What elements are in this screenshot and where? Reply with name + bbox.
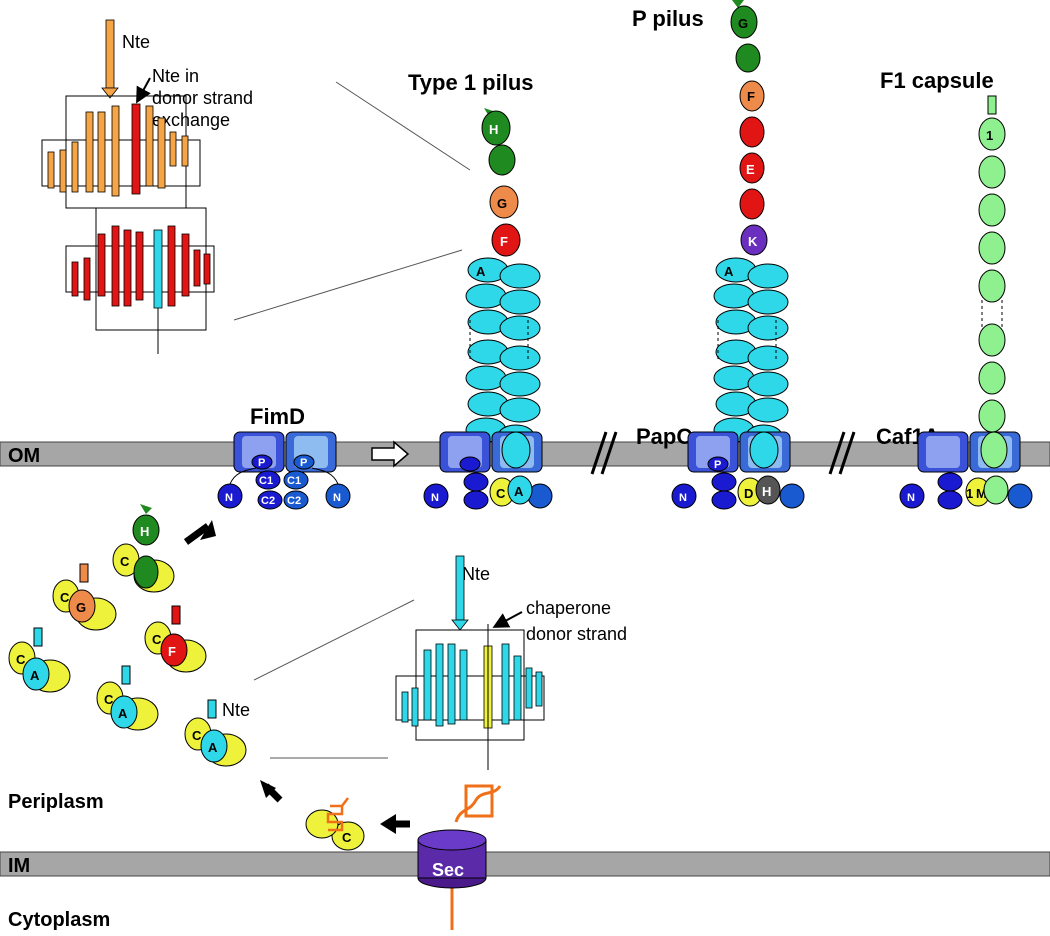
complex-a3-c: C — [192, 728, 202, 743]
papc-p: P — [714, 459, 721, 471]
type1-usher: N C A — [423, 431, 553, 510]
type1-n-1: N — [431, 492, 439, 504]
subunit-e: E — [746, 162, 755, 177]
om-label: OM — [8, 445, 40, 467]
membrane-break-1 — [590, 431, 618, 475]
complex-f: F — [168, 644, 176, 659]
fimd-label: FimD — [250, 404, 305, 429]
fimd-c2-1: C2 — [261, 495, 275, 507]
p-pilus: G F E K A — [713, 0, 789, 448]
nte-mid-label: Nte — [462, 564, 490, 584]
fimd-n-1: N — [225, 492, 233, 504]
fimd-p-2: P — [300, 457, 307, 469]
nte-dse-label-3: exchange — [152, 110, 230, 130]
papc-h: H — [762, 484, 771, 499]
complex-g: G — [76, 600, 86, 615]
subunit-1: 1 — [986, 128, 993, 143]
cytoplasm-label: Cytoplasm — [8, 909, 110, 931]
chaperone-g-complex: C G — [52, 563, 117, 631]
caf1a-one: 1 — [966, 486, 973, 501]
papc-label: PapC — [636, 424, 692, 449]
subunit-a-ppilus: A — [724, 264, 734, 279]
papc-d: D — [744, 486, 753, 501]
complex-h-c: C — [120, 554, 130, 569]
chaperone-f-complex: C F — [144, 605, 207, 673]
caf1a-usher: N 1 M — [899, 431, 1033, 510]
periplasm-label: Periplasm — [8, 791, 104, 813]
caf1a-m: M — [976, 486, 987, 501]
arrow-to-usher — [183, 523, 211, 545]
donor-strand-exchange-topology: Nte Nte in donor strand exchange — [41, 19, 253, 354]
fimd-usher: P P C1 C2 C1 C2 N N — [217, 431, 351, 510]
complex-a1: A — [30, 668, 40, 683]
complex-f-c: C — [152, 632, 162, 647]
cyan-strands — [401, 643, 543, 727]
subunit-f: F — [500, 234, 508, 249]
subunit-k: K — [748, 234, 758, 249]
chaperone-a-complex-3: Nte C A — [184, 699, 250, 767]
subunit-f-ppilus: F — [747, 89, 755, 104]
complex-h: H — [140, 524, 149, 539]
nascent-c: C — [342, 830, 352, 845]
subunit-g-ppilus: G — [738, 16, 748, 31]
caf1a-n-1: N — [907, 492, 915, 504]
fimd-c1-2: C1 — [287, 475, 301, 487]
complex-a2: A — [118, 706, 128, 721]
membrane-break-2 — [828, 431, 856, 475]
sec-translocon: Sec — [417, 784, 502, 930]
f1-capsule-title: F1 capsule — [880, 68, 994, 93]
nte-dse-label-1: Nte in — [152, 66, 199, 86]
type1-chaperone-c: C — [496, 486, 506, 501]
complex-a3: A — [208, 740, 218, 755]
fimd-p-1: P — [258, 457, 265, 469]
type1-pilus: H G F A — [465, 108, 541, 448]
red-strands — [71, 225, 211, 307]
open-arrow — [371, 440, 410, 468]
chaperone-a-complex-1: C A — [8, 627, 71, 693]
chaperone-h-complex: H C — [112, 504, 175, 593]
complex-a2-c: C — [104, 692, 114, 707]
fimd-n-2: N — [333, 492, 341, 504]
chaperone-donor-strand-topology: Nte chaperone donor strand — [395, 555, 627, 770]
orange-strands — [47, 105, 189, 197]
complex-g-c: C — [60, 590, 70, 605]
inner-membrane — [0, 851, 1050, 877]
subunit-h: H — [489, 122, 498, 137]
nte-label-top: Nte — [122, 32, 150, 52]
nascent-chaperone: C — [305, 797, 365, 851]
sec-label: Sec — [432, 860, 464, 880]
im-label: IM — [8, 855, 30, 877]
subunit-g: G — [497, 196, 507, 211]
complex-a1-c: C — [16, 652, 26, 667]
nte-small-label: Nte — [222, 700, 250, 720]
chaperone-label-2: donor strand — [526, 624, 627, 644]
f1-capsule: 1 — [978, 95, 1006, 433]
p-pilus-title: P pilus — [632, 6, 704, 31]
fimd-c1-1: C1 — [259, 475, 273, 487]
type1-pilus-title: Type 1 pilus — [408, 70, 534, 95]
fimd-c2-2: C2 — [287, 495, 301, 507]
papc-usher: P N D H — [671, 431, 805, 510]
chaperone-a-complex-2: C A — [96, 665, 159, 731]
type1-usher-a: A — [514, 484, 524, 499]
subunit-a-top: A — [476, 264, 486, 279]
chaperone-label-1: chaperone — [526, 598, 611, 618]
nte-dse-label-2: donor strand — [152, 88, 253, 108]
papc-n-1: N — [679, 492, 687, 504]
